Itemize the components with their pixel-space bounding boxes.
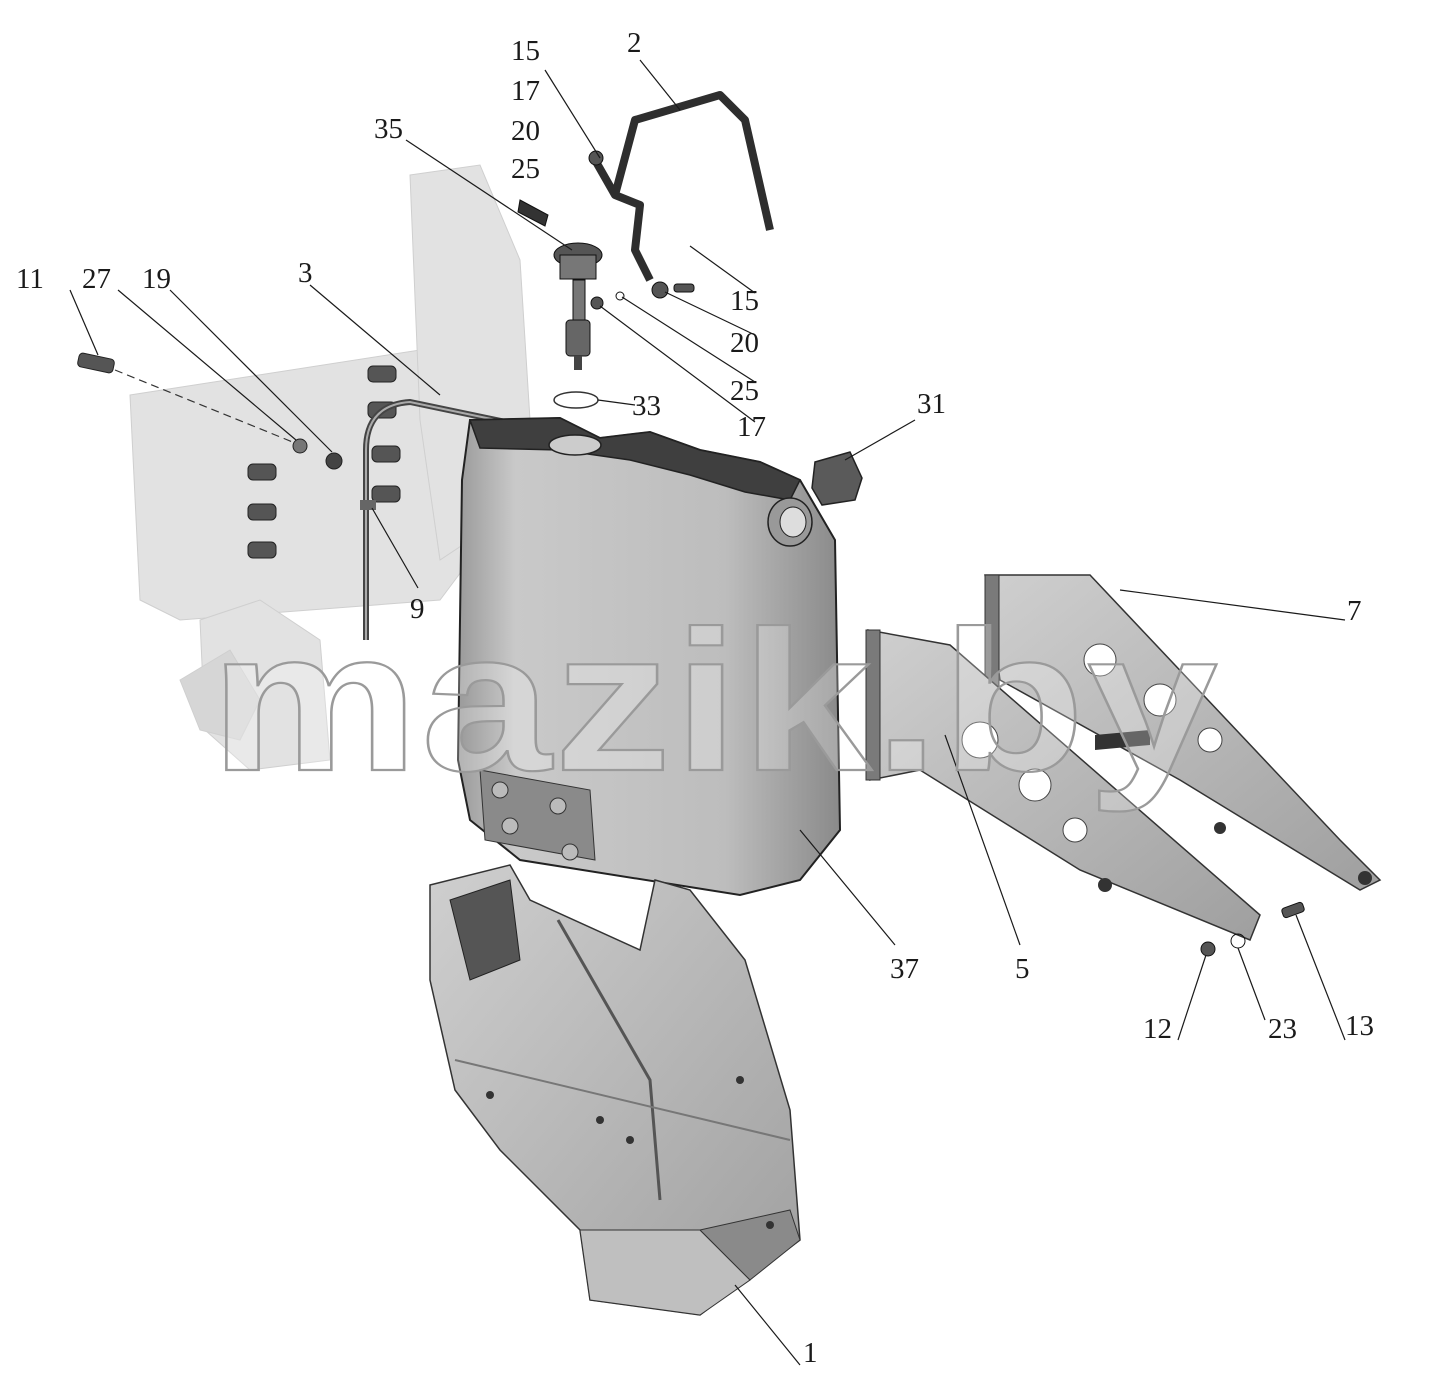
- callout-2: 2: [627, 27, 642, 59]
- bracket-5: [865, 629, 1261, 941]
- callout-20: 20: [511, 115, 540, 147]
- callout-33: 33: [632, 390, 661, 422]
- callout-13: 13: [1345, 1010, 1374, 1042]
- level-sender-35: [517, 199, 603, 370]
- callout-25: 25: [511, 153, 540, 185]
- callout-27: 27: [82, 263, 111, 295]
- callout-15b: 15: [730, 285, 759, 317]
- callout-labels: 2 15 17 20 25 35 11 27 19 3 15 20 25 33 …: [16, 27, 1374, 1369]
- callout-9: 9: [410, 593, 425, 625]
- callout-11: 11: [16, 263, 44, 295]
- watermark-text: mazik.by: [210, 590, 1220, 813]
- callout-1: 1: [803, 1337, 818, 1369]
- callout-7: 7: [1347, 595, 1362, 627]
- guard-1: [429, 864, 801, 1316]
- callout-17: 17: [511, 75, 540, 107]
- callout-23: 23: [1268, 1013, 1297, 1045]
- pipe-9: [360, 398, 521, 640]
- callout-19: 19: [142, 263, 171, 295]
- ring-33: [553, 391, 599, 409]
- bracket-7: [984, 574, 1382, 891]
- callout-31: 31: [917, 388, 946, 420]
- callout-12: 12: [1143, 1013, 1172, 1045]
- callout-25b: 25: [730, 375, 759, 407]
- filler-cap-31: [811, 451, 863, 506]
- strap-2: [591, 91, 774, 282]
- tank-37: [456, 416, 842, 897]
- callout-3: 3: [298, 257, 313, 289]
- callout-15: 15: [511, 35, 540, 67]
- callout-5: 5: [1015, 953, 1030, 985]
- callout-35: 35: [374, 113, 403, 145]
- callout-20b: 20: [730, 327, 759, 359]
- bolt-11: [77, 352, 343, 470]
- callout-37: 37: [890, 953, 919, 985]
- leader-lines: [69, 59, 1346, 1366]
- callout-17b: 17: [737, 411, 766, 443]
